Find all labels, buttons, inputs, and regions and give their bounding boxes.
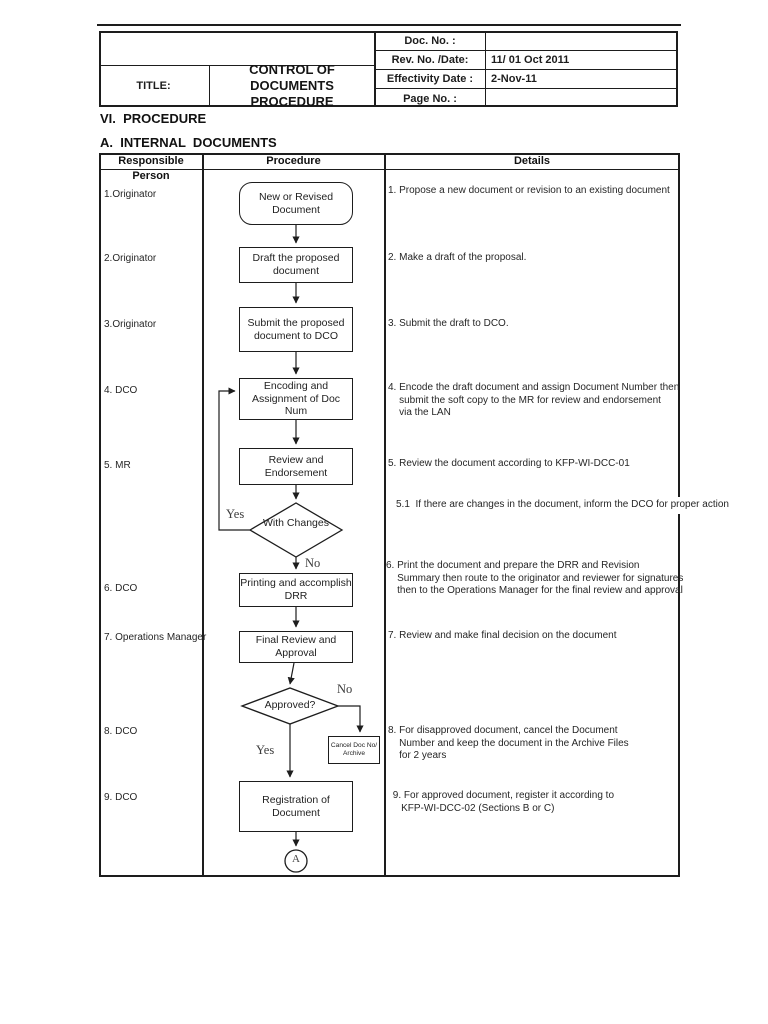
- with-changes-label: With Changes: [263, 517, 329, 529]
- detail-5-1: 5.1 If there are changes in the document…: [396, 497, 733, 514]
- responsible-2: 2.Originator: [104, 253, 157, 264]
- header-value-divider: [485, 31, 487, 107]
- responsible-9: 9. DCO: [104, 792, 138, 803]
- field-label-doc-no: Doc. No. :: [404, 35, 456, 47]
- subsection-heading: A. INTERNAL DOCUMENTS: [100, 135, 277, 150]
- connector-a-label: A: [292, 853, 300, 865]
- detail-7: 7. Review and make final decision on the…: [388, 630, 617, 641]
- changes-no-label: No: [305, 556, 321, 570]
- table-col-divider-2: [384, 153, 386, 877]
- responsible-1: 1.Originator: [104, 189, 157, 200]
- detail-5: 5. Review the document according to KFP-…: [388, 458, 630, 469]
- column-header-details: Details: [513, 155, 551, 167]
- detail-9: 9. For approved document, register it ac…: [392, 790, 615, 814]
- responsible-8: 8. DCO: [104, 726, 138, 737]
- approved-label: Approved?: [264, 699, 316, 711]
- column-header-procedure: Procedure: [266, 155, 321, 167]
- approved-yes-label: Yes: [256, 743, 275, 757]
- table-header-underline: [99, 168, 680, 170]
- flow-node-cancel-archive: Cancel Doc No/ Archive: [328, 736, 380, 764]
- field-label-page-no: Page No. :: [403, 93, 457, 105]
- document-title: CONTROL OF DOCUMENTS PROCEDURE: [249, 62, 335, 109]
- approved-no-label: No: [337, 682, 353, 696]
- responsible-6: 6. DCO: [104, 583, 138, 594]
- header-left-hline: [99, 65, 375, 67]
- responsible-4: 4. DCO: [104, 385, 138, 396]
- detail-3: 3. Submit the draft to DCO.: [388, 318, 509, 329]
- detail-4: 4. Encode the draft document and assign …: [388, 382, 680, 419]
- field-label-rev-no: Rev. No. /Date:: [391, 54, 469, 66]
- table-col-divider-1: [202, 153, 204, 877]
- header-row-line-1: [375, 49, 678, 51]
- flow-node-submit: Submit the proposed document to DCO: [239, 307, 353, 352]
- flow-node-final-review: Final Review and Approval: [239, 631, 353, 663]
- field-value-rev-no: 11/ 01 Oct 2011: [491, 54, 570, 66]
- detail-6: 6. Print the document and prepare the DR…: [386, 560, 684, 597]
- detail-1: 1. Propose a new document or revision to…: [388, 185, 670, 196]
- flow-node-review: Review and Endorsement: [239, 448, 353, 485]
- responsible-5: 5. MR: [104, 460, 131, 471]
- top-rule: [97, 24, 681, 26]
- responsible-3: 3.Originator: [104, 319, 157, 330]
- responsible-7: 7. Operations Manager: [104, 632, 207, 643]
- title-label: TITLE:: [136, 80, 171, 92]
- flow-node-registration: Registration of Document: [239, 781, 353, 832]
- header-title-divider: [209, 65, 211, 107]
- header-row-line-3: [375, 87, 678, 89]
- header-divider-main: [374, 31, 376, 107]
- flow-node-start: New or Revised Document: [239, 182, 353, 225]
- flow-node-encoding: Encoding and Assignment of Doc Num: [239, 378, 353, 420]
- detail-8: 8. For disapproved document, cancel the …: [388, 725, 629, 762]
- flow-node-draft: Draft the proposed document: [239, 247, 353, 283]
- detail-2: 2. Make a draft of the proposal.: [388, 252, 527, 263]
- changes-yes-label: Yes: [226, 507, 245, 521]
- procedure-table: [99, 153, 680, 877]
- field-value-effectivity: 2-Nov-11: [491, 73, 537, 85]
- section-heading: VI. PROCEDURE: [100, 111, 207, 126]
- flow-node-printing: Printing and accomplish DRR: [239, 573, 353, 607]
- field-label-effectivity: Effectivity Date :: [386, 73, 474, 85]
- header-row-line-2: [375, 68, 678, 70]
- column-header-responsible: Responsible Person: [118, 155, 184, 182]
